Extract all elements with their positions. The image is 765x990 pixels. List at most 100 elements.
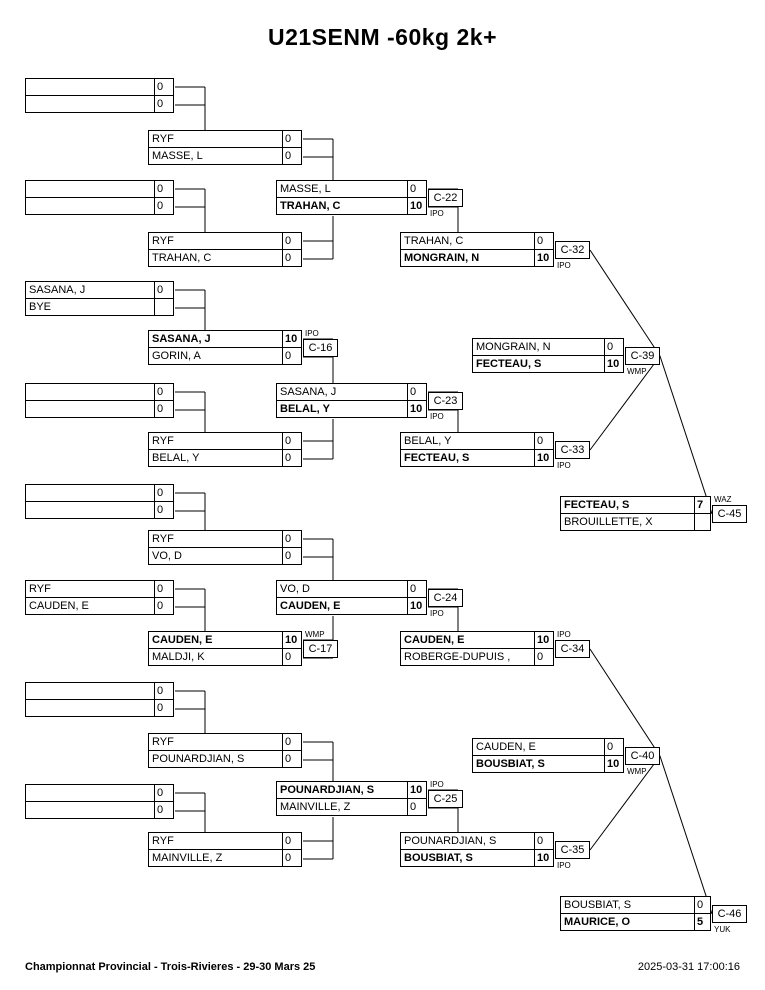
score-cell: 0: [407, 180, 427, 198]
competitor-row: 0: [25, 197, 174, 215]
score-cell: 10: [407, 781, 427, 799]
competitor-name: BELAL, Y: [148, 449, 283, 467]
win-type-tag: WMP: [627, 367, 647, 376]
competitor-name: MAINVILLE, Z: [276, 798, 408, 816]
win-type-tag: WMP: [305, 630, 325, 639]
winner-diagonal: [589, 648, 661, 757]
score-cell: 0: [282, 130, 302, 148]
competitor-name: SASANA, J: [25, 281, 155, 299]
score-cell: 0: [154, 501, 174, 519]
score-cell: 0: [282, 750, 302, 768]
score-cell: 0: [604, 338, 624, 356]
score-cell: 10: [604, 355, 624, 373]
competitor-name: [25, 484, 155, 502]
win-type-tag: IPO: [430, 209, 444, 218]
score-cell: 0: [154, 597, 174, 615]
competitor-name: MAINVILLE, Z: [148, 849, 283, 867]
score-cell: 10: [282, 631, 302, 649]
score-cell: [694, 513, 711, 531]
score-cell: 0: [407, 383, 427, 401]
competitor-name: FECTEAU, S: [472, 355, 605, 373]
score-cell: 10: [534, 449, 554, 467]
competitor-name: [25, 501, 155, 519]
competitor-row: 0: [25, 801, 174, 819]
score-cell: 0: [282, 147, 302, 165]
win-type-tag: IPO: [430, 609, 444, 618]
score-cell: 10: [282, 330, 302, 348]
win-type-tag: IPO: [430, 412, 444, 421]
match-number-C-39: C-39: [625, 347, 660, 365]
competitor-row: 0: [25, 400, 174, 418]
competitor-row: 0: [25, 78, 174, 96]
score-cell: 0: [534, 648, 554, 666]
competitor-name: GORIN, A: [148, 347, 283, 365]
score-cell: 0: [154, 484, 174, 502]
match-number-C-34: C-34: [555, 640, 590, 658]
competitor-row: 0: [25, 180, 174, 198]
competitor-name: BELAL, Y: [400, 432, 535, 450]
match-number-C-40: C-40: [625, 747, 660, 765]
competitor-name: FECTEAU, S: [560, 496, 695, 514]
competitor-name: TRAHAN, C: [400, 232, 535, 250]
competitor-name: BYE: [25, 298, 155, 316]
score-cell: 0: [534, 432, 554, 450]
footer-timestamp: 2025-03-31 17:00:16: [637, 961, 740, 973]
winner-diagonal: [659, 755, 713, 915]
competitor-name: POUNARDJIAN, S: [148, 750, 283, 768]
competitor-name: RYF: [148, 832, 283, 850]
competitor-name: RYF: [148, 232, 283, 250]
score-cell: 0: [282, 832, 302, 850]
win-type-tag: IPO: [557, 261, 571, 270]
competitor-name: [25, 801, 155, 819]
score-cell: 0: [154, 95, 174, 113]
score-cell: 10: [407, 197, 427, 215]
winner-diagonal: [589, 355, 661, 451]
win-type-tag: IPO: [557, 461, 571, 470]
competitor-name: SASANA, J: [148, 330, 283, 348]
competitor-name: RYF: [148, 130, 283, 148]
match-number-C-25: C-25: [428, 790, 463, 808]
competitor-name: RYF: [148, 432, 283, 450]
competitor-name: VO, D: [276, 580, 408, 598]
match-number-C-24: C-24: [428, 589, 463, 607]
competitor-name: RYF: [148, 530, 283, 548]
score-cell: 0: [282, 249, 302, 267]
competitor-name: [25, 699, 155, 717]
competitor-name: [25, 197, 155, 215]
competitor-name: POUNARDJIAN, S: [400, 832, 535, 850]
competitor-name: [25, 78, 155, 96]
score-cell: 10: [534, 249, 554, 267]
score-cell: 0: [282, 530, 302, 548]
competitor-row: 0: [25, 699, 174, 717]
win-type-tag: WAZ: [714, 495, 732, 504]
score-cell: 0: [282, 547, 302, 565]
competitor-name: BELAL, Y: [276, 400, 408, 418]
score-cell: 10: [407, 597, 427, 615]
